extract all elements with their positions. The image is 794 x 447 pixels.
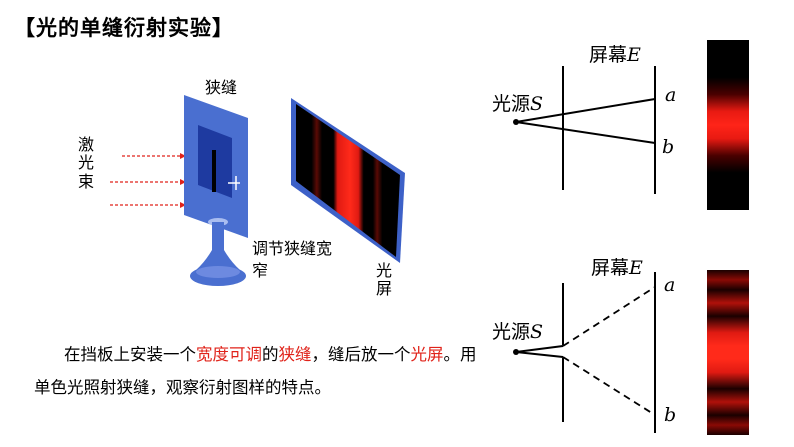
screen-label: 光屏 bbox=[375, 261, 392, 299]
laser-beam-arrows bbox=[110, 155, 182, 206]
top-source-label: 光源S bbox=[492, 93, 544, 115]
para-highlight-slit: 狭缝 bbox=[278, 345, 312, 364]
para-text-4: 。用单色光照射狭缝，观察衍射图样的特点。 bbox=[34, 345, 477, 397]
wide-slit-pattern bbox=[707, 40, 749, 210]
schematic-bottom bbox=[515, 272, 656, 433]
bottom-screen-label: 屏幕E bbox=[591, 257, 643, 279]
para-highlight-screen: 光屏 bbox=[410, 345, 444, 364]
adjust-label-line2: 窄 bbox=[252, 261, 269, 280]
para-text-2: 的 bbox=[262, 345, 279, 364]
top-point-a: a bbox=[665, 84, 677, 106]
light-screen bbox=[291, 98, 405, 263]
slit-opening bbox=[212, 150, 216, 192]
page-title: 【光的单缝衍射实验】 bbox=[14, 16, 234, 40]
bottom-point-b: b bbox=[664, 404, 677, 426]
top-screen-label: 屏幕E bbox=[589, 44, 641, 66]
bottom-point-a: a bbox=[664, 274, 676, 296]
top-point-b: b bbox=[662, 136, 675, 158]
para-text-3: ，缝后放一个 bbox=[311, 345, 411, 364]
slit-label: 狭缝 bbox=[205, 78, 238, 97]
para-text-1: 在挡板上安装一个 bbox=[64, 345, 196, 364]
narrow-slit-pattern bbox=[707, 270, 749, 435]
para-highlight-width: 宽度可调 bbox=[196, 345, 262, 364]
slit-holder bbox=[184, 95, 248, 286]
schematic-top bbox=[515, 66, 656, 194]
description-paragraph: 在挡板上安装一个宽度可调的狭缝，缝后放一个光屏。用单色光照射狭缝，观察衍射图样的… bbox=[34, 338, 484, 404]
adjust-label-line1: 调节狭缝宽 bbox=[252, 239, 333, 258]
bottom-source-label: 光源S bbox=[492, 321, 544, 343]
laser-label: 激光束 bbox=[78, 135, 101, 191]
